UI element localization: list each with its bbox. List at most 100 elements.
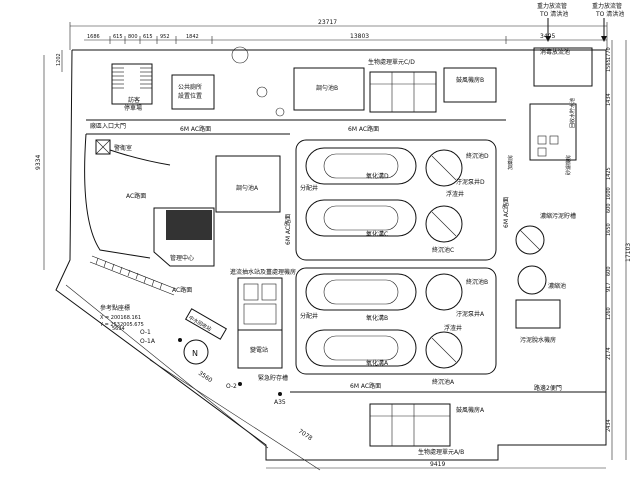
bio-unit-ab-label: 生物處理單元A/B (418, 448, 464, 456)
oxidation-ditch-b (305, 273, 417, 311)
dim-right-2: 1434 (606, 93, 612, 106)
road-6m-left: 6M AC路面 (180, 125, 211, 133)
main-entrance-label: 廠區入口大門 (90, 122, 126, 130)
dim-bottom-left-2: 7078 (297, 428, 314, 442)
dim-right-11: 1770 (606, 47, 612, 60)
dim-top-7: 13803 (350, 33, 369, 40)
blower-room-b (443, 67, 497, 103)
emergency-label: 緊急貯存槽 (258, 374, 288, 382)
public-toilet-label-2: 設置位置 (178, 92, 202, 100)
clarifier-d (425, 149, 463, 187)
dim-right-10: 600 (606, 203, 612, 213)
dim-left-upper: 1202 (56, 53, 62, 66)
visitor-parking-label-2: 停車場 (124, 104, 142, 112)
sludge-pump-a-label: 汙泥泵井A (456, 310, 485, 318)
scum-well-2-label: 浮渣井 (444, 324, 462, 332)
reuse-room-label: 回收水貯水池 (569, 98, 576, 128)
marker-o1: O-1 (140, 329, 151, 336)
uv-disinfect-label: 消毒放流池 (540, 48, 570, 56)
dim-top-8: 3405 (540, 33, 555, 40)
clarifier-c (425, 205, 463, 243)
equalize-tank-a (215, 155, 281, 213)
dist-well-1-label: 分配井 (300, 184, 318, 192)
chem-room-label: 加藥房 (507, 155, 514, 170)
dim-right-12: 600 (606, 266, 612, 276)
dim-right-3: 1425 (606, 167, 612, 180)
oxidation-ditch-a (305, 329, 417, 367)
clarifier-c-label: 終沉池C (432, 246, 454, 254)
dim-bottom-total: 9419 (430, 461, 445, 468)
gravity-pipe-label-2: 重力放流管 (592, 2, 622, 10)
blower-b-label: 鼓風機房B (456, 76, 484, 84)
dim-top-4: 615 (143, 34, 153, 40)
dim-right-5: 1650 (606, 223, 612, 236)
road-6m-right: 6M AC路面 (502, 197, 510, 228)
dim-right-6: 917 (606, 282, 612, 292)
dim-top-2: 615 (113, 34, 123, 40)
scum-well-1-label: 浮渣井 (446, 190, 464, 198)
dim-overall-top: 23717 (318, 19, 337, 26)
reserve-station (184, 308, 228, 340)
reuse-room (529, 103, 577, 161)
compass (183, 339, 209, 365)
gravity-pipe-label-1: 重力放流管 (537, 2, 567, 10)
dim-top-1: 1686 (87, 34, 100, 40)
marker-o1a: O-1A (140, 338, 156, 345)
bio-unit-ab (369, 403, 451, 447)
dewater-store-label: 砂濾機房 (565, 155, 572, 175)
guard-room-label: 警衛室 (114, 144, 132, 152)
equalize-a-label: 調勻池A (236, 184, 259, 192)
road-6m-vert: 6M AC路面 (284, 214, 292, 245)
oxidation-ditch-d (305, 147, 417, 185)
public-toilet (171, 74, 215, 110)
dim-left-diag: 5634 (112, 326, 125, 332)
oxidation-c-label: 氧化溝C (366, 230, 388, 238)
uv-disinfect-tank (533, 47, 593, 87)
sludge-tank-label: 濃縮污泥貯槽 (540, 212, 576, 220)
road-6m-mid: 6M AC路面 (348, 125, 379, 133)
oxidation-b-label: 氧化溝B (366, 314, 388, 322)
admin-center (153, 207, 215, 267)
ref-point-label: 參考點座標 (100, 304, 130, 312)
dim-top-5: 952 (160, 34, 170, 40)
side-gate-2-label: 路邊2便門 (534, 384, 562, 392)
dim-top-6: 1842 (186, 34, 199, 40)
lift-pump-label: 進流抽水站及薑處理機房 (230, 268, 296, 276)
sludge-tank (515, 225, 545, 255)
ref-point-x: X = 200168.161 (100, 315, 141, 321)
gravity-pipe-to-2: TO 清洪池 (595, 10, 624, 18)
equalize-tank-b (293, 67, 365, 111)
guard-room (95, 139, 111, 155)
dim-right-9: 2434 (606, 419, 612, 432)
bio-unit-cd (369, 71, 437, 113)
thickener-label: 濃縮池 (548, 282, 566, 290)
compass-label: N (192, 349, 198, 358)
dewater-room (515, 299, 561, 329)
clarifier-a (425, 331, 463, 369)
blower-a-label: 鼓風機房A (456, 406, 485, 414)
dewater-label: 污泥脫水機房 (520, 336, 556, 344)
equalize-b-label: 調勻池B (316, 84, 338, 92)
dist-well-2-label: 分配井 (300, 312, 318, 320)
dim-right-1: 1565 (606, 59, 612, 72)
public-toilet-label: 公共廁所 (178, 83, 202, 91)
marker-o2: O-2 (226, 383, 237, 390)
visitor-parking-label: 訪客 (128, 96, 140, 104)
oxidation-a-label: 氧化溝A (366, 359, 389, 367)
electric-room (237, 329, 283, 369)
ref-point-y: Y = 2532005.675 (99, 322, 144, 328)
clarifier-b-label: 終沉池B (466, 278, 488, 286)
dim-right-4: 1600 (606, 187, 612, 200)
dim-bottom-left-1: 3560 (197, 370, 214, 384)
oxidation-d-label: 氧化溝D (366, 172, 389, 180)
sludge-pump-d-label: 汙泥泵井D (456, 178, 485, 186)
ac-road-1: AC路面 (126, 192, 146, 200)
road-6m-bottom: 6M AC路面 (350, 382, 381, 390)
reserve-label: 中水回收站 (187, 314, 212, 333)
clarifier-a-label: 終沉池A (432, 378, 455, 386)
dim-right-8: 2174 (606, 347, 612, 360)
oxidation-ditch-c (305, 199, 417, 237)
ac-road-2: AC路面 (172, 286, 192, 294)
clarifier-d-label: 終沉池D (466, 152, 489, 160)
